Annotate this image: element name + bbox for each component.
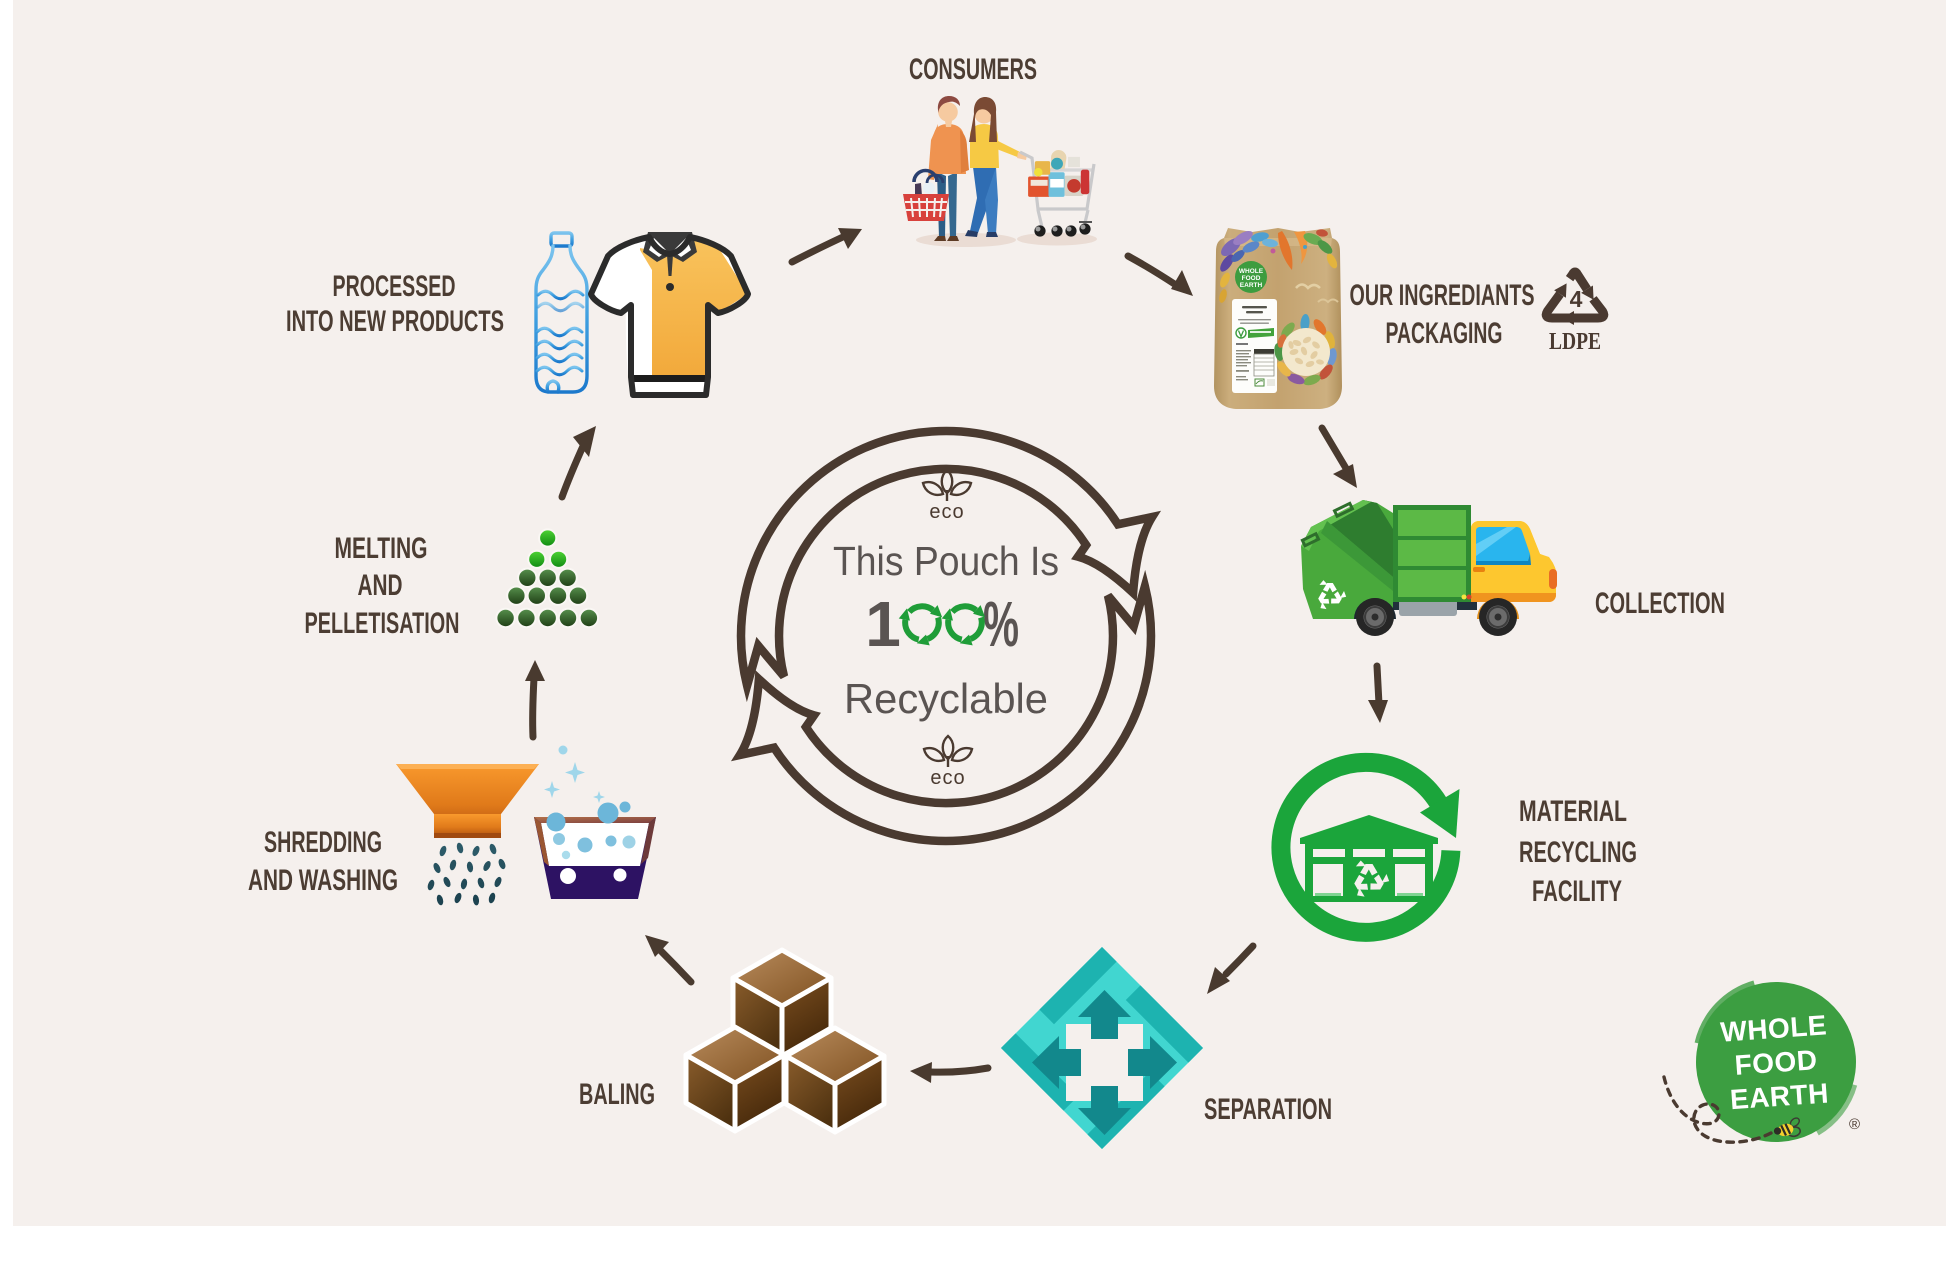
svg-text:FOOD: FOOD (1242, 275, 1261, 282)
svg-text:BALING: BALING (579, 1078, 655, 1111)
svg-text:FACILITY: FACILITY (1532, 875, 1622, 908)
svg-text:Recyclable: Recyclable (844, 675, 1048, 722)
svg-text:%: % (983, 588, 1019, 660)
svg-text:AND: AND (358, 569, 403, 602)
svg-text:MATERIAL: MATERIAL (1519, 795, 1627, 828)
svg-text:CONSUMERS: CONSUMERS (909, 53, 1037, 86)
svg-text:COLLECTION: COLLECTION (1595, 587, 1725, 620)
svg-text:SHREDDING: SHREDDING (264, 826, 382, 859)
svg-text:INTO NEW PRODUCTS: INTO NEW PRODUCTS (286, 305, 504, 338)
svg-text:PELLETISATION: PELLETISATION (305, 607, 460, 640)
svg-text:OUR INGREDIANTS: OUR INGREDIANTS (1350, 279, 1535, 312)
svg-text:EARTH: EARTH (1240, 282, 1263, 289)
svg-text:RECYCLING: RECYCLING (1519, 836, 1637, 869)
svg-text:4: 4 (1570, 286, 1583, 312)
svg-text:EARTH: EARTH (1729, 1077, 1830, 1115)
svg-text:PACKAGING: PACKAGING (1386, 317, 1503, 350)
svg-text:This Pouch Is: This Pouch Is (833, 538, 1059, 584)
svg-text:WHOLE: WHOLE (1239, 268, 1264, 275)
svg-text:eco: eco (929, 501, 964, 523)
svg-text:SEPARATION: SEPARATION (1204, 1093, 1332, 1126)
svg-text:FOOD: FOOD (1734, 1044, 1819, 1081)
svg-text:LDPE: LDPE (1549, 329, 1601, 355)
svg-text:MELTING: MELTING (335, 532, 428, 565)
svg-text:®: ® (1849, 1116, 1860, 1133)
svg-text:PROCESSED: PROCESSED (333, 270, 456, 303)
svg-text:1: 1 (865, 588, 901, 660)
svg-text:AND WASHING: AND WASHING (248, 864, 398, 897)
svg-text:WHOLE: WHOLE (1719, 1009, 1828, 1047)
